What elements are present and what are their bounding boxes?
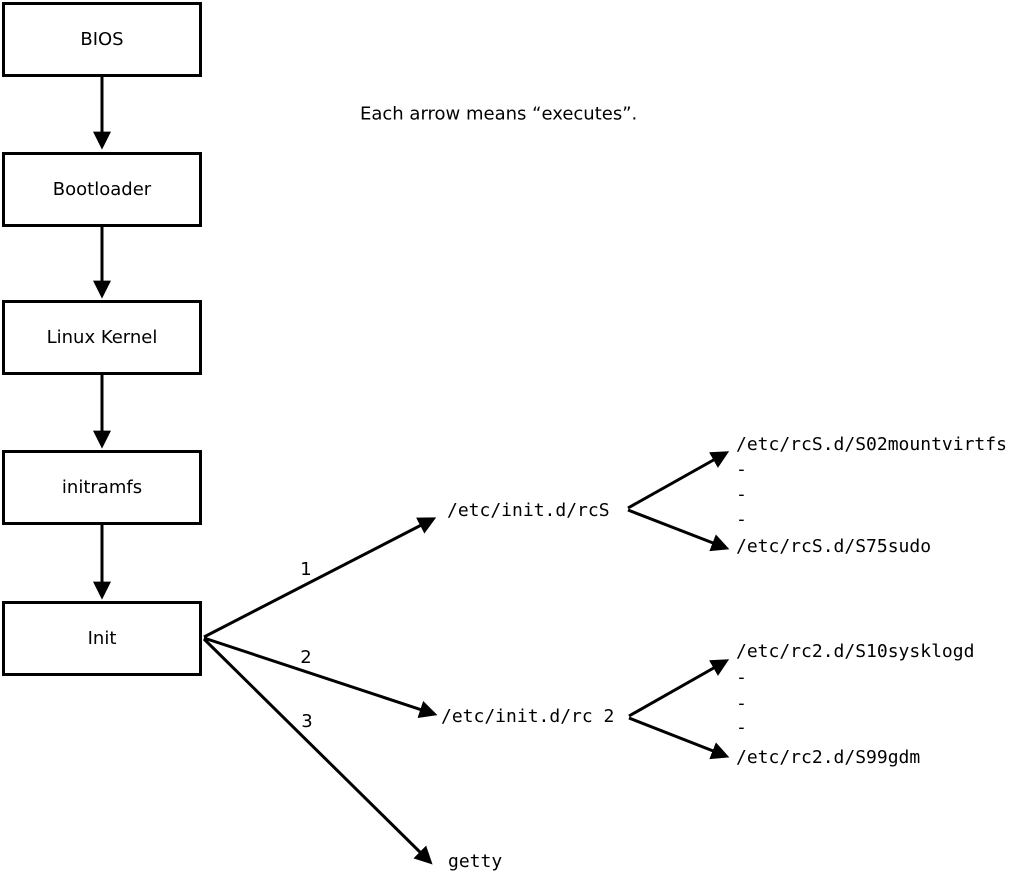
node-getty: getty [448,851,503,872]
node-rc2-script: /etc/init.d/rc 2 [441,706,615,727]
arrow-rc2-to-s99 [628,716,730,760]
node-initramfs: initramfs [2,450,202,525]
node-rc2-child-last: /etc/rc2.d/S99gdm [736,747,921,768]
node-linux-kernel: Linux Kernel [2,300,202,375]
node-init: Init [2,601,202,676]
node-initramfs-label: initramfs [61,476,143,498]
node-init-label: Init [87,627,117,649]
node-rc2-child-first: /etc/rc2.d/S10sysklogd [736,641,975,662]
node-bootloader: Bootloader [2,152,202,227]
branch-number-2: 2 [300,647,312,668]
node-bios-label: BIOS [80,28,124,50]
arrow-rcs-to-s75 [627,508,730,552]
rcs-ellipsis-dash: - [736,484,747,505]
node-bios: BIOS [2,2,202,77]
branch-number-3: 3 [301,711,313,732]
rc2-ellipsis-dash: - [736,667,747,688]
rcs-ellipsis-dash: - [736,509,747,530]
node-rcs-child-last: /etc/rcS.d/S75sudo [736,536,932,557]
rcs-ellipsis-dash: - [736,459,747,480]
arrow-init-to-rc2 [203,636,438,719]
arrow-init-to-rcs [203,517,437,639]
node-rcs-child-first: /etc/rcS.d/S02mountvirtfs [736,434,1007,455]
arrow-init-to-getty [202,637,433,865]
rc2-ellipsis-dash: - [736,717,747,738]
arrow-rcs-to-s02 [627,451,730,510]
node-bootloader-label: Bootloader [52,178,152,200]
legend-note: Each arrow means “executes”. [360,103,638,125]
node-rcs-script: /etc/init.d/rcS [447,500,610,521]
node-linux-kernel-label: Linux Kernel [46,326,158,348]
branch-number-1: 1 [300,559,312,580]
rc2-ellipsis-dash: - [736,693,747,714]
arrow-rc2-to-s10 [628,659,730,718]
